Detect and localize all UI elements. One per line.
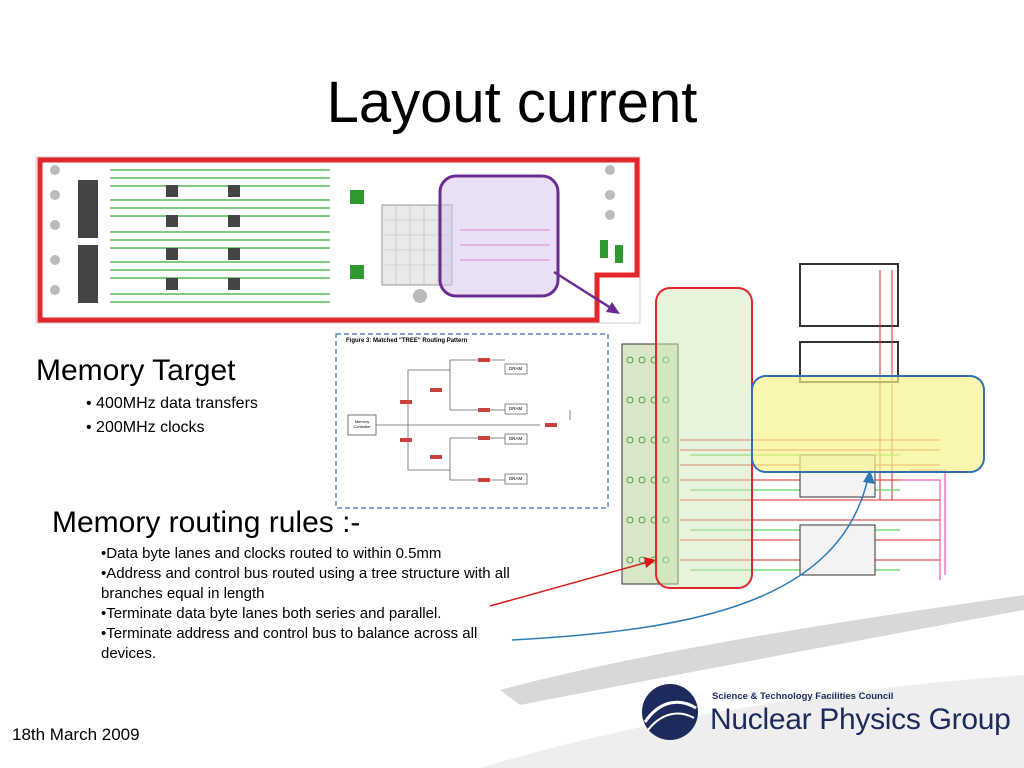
routing-rules-heading: Memory routing rules :- [52, 506, 361, 539]
logo-group-name: Nuclear Physics Group [710, 703, 1011, 736]
background-swoosh [500, 595, 1024, 705]
highlight-box-address-bus [751, 375, 985, 473]
list-item: • 200MHz clocks [86, 419, 205, 436]
tree-routing-figure [335, 333, 609, 509]
figure-dram-label-3: DRAM [509, 436, 523, 441]
red-arrow [489, 561, 649, 607]
highlight-box-purple [438, 174, 560, 298]
blue-arrow [511, 477, 869, 641]
slide-title: Layout current [326, 70, 698, 135]
figure-controller-label: Memory Controller [353, 419, 371, 429]
highlight-box-data-lanes [655, 287, 753, 589]
figure-dram-label-4: DRAM [509, 476, 523, 481]
memory-target-heading: Memory Target [36, 354, 236, 387]
purple-arrow-head [606, 302, 620, 314]
list-item: •Terminate data byte lanes both series a… [101, 605, 442, 622]
stfc-logo-emblem [642, 684, 698, 740]
list-item: • 400MHz data transfers [86, 395, 258, 412]
memory-target-list: • 400MHz data transfers • 200MHz clocks [86, 392, 258, 440]
list-item: •Data byte lanes and clocks routed to wi… [101, 545, 442, 562]
figure-caption-title: Matched "TREE" Routing Pattern [373, 338, 468, 344]
list-item: •Terminate address and control bus to ba… [101, 625, 478, 662]
red-arrow-head [644, 557, 656, 568]
figure-caption-label: Figure 3: [346, 338, 372, 344]
figure-dram-label-1: DRAM [509, 366, 523, 371]
purple-arrow [553, 270, 615, 312]
background-swoosh-lower [480, 675, 1024, 768]
figure-dram-label-2: DRAM [509, 406, 523, 411]
blue-arrow-head [863, 470, 875, 484]
date-footer: 18th March 2009 [12, 725, 140, 744]
list-item: •Address and control bus routed using a … [101, 565, 510, 602]
routing-rules-list: •Data byte lanes and clocks routed to wi… [101, 544, 521, 664]
logo-organization: Science & Technology Facilities Council [712, 691, 894, 702]
